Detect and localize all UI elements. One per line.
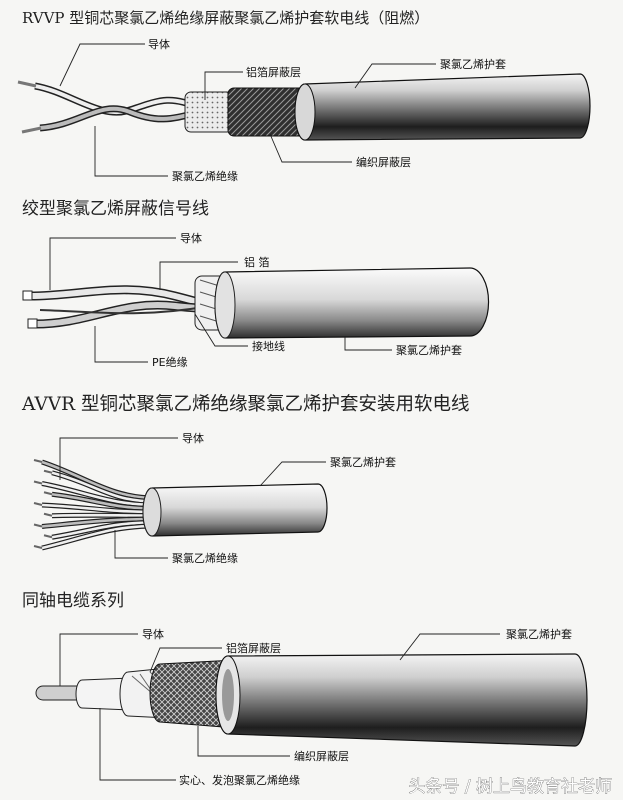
section-twisted-signal: 绞型聚氯乙烯屏蔽信号线 导体 铝 箔 PE绝缘 接地线 聚氯乙烯护套 <box>22 199 490 369</box>
label-ground-wire: 接地线 <box>252 339 285 353</box>
bare-strand-tip <box>43 512 53 517</box>
label-insulation: 聚氯乙烯绝缘 <box>172 551 238 565</box>
bare-strand-tip <box>43 491 53 496</box>
label-dielectric: 实心、发泡聚氯乙烯绝缘 <box>179 773 300 787</box>
label-sheath: 聚氯乙烯护套 <box>330 455 396 469</box>
wire-end <box>22 290 33 301</box>
rvvp-cable <box>17 73 591 141</box>
strand-fill <box>51 521 157 539</box>
strand-fill <box>41 460 157 500</box>
section-title: AVVR 型铜芯聚氯乙烯绝缘聚氯乙烯护套安装用软电线 <box>21 394 469 415</box>
bare-strand-tip <box>43 534 53 539</box>
section-coaxial: 同轴电缆系列 导体 铝箔屏蔽层 聚氯乙烯护套 编织屏蔽层 实心、发泡聚氯乙烯绝缘 <box>22 591 588 787</box>
strand-fill <box>41 517 157 528</box>
bare-strand-tip <box>33 523 43 528</box>
section-title: 同轴电缆系列 <box>22 591 124 611</box>
label-conductor: 导体 <box>182 431 204 445</box>
label-conductor: 导体 <box>180 231 202 245</box>
avvr-cable <box>33 459 328 551</box>
label-braid-shield: 编织屏蔽层 <box>294 749 349 763</box>
signal-cable <box>22 267 490 339</box>
label-pe-insulation: PE绝缘 <box>152 355 188 369</box>
section-avvr: AVVR 型铜芯聚氯乙烯绝缘聚氯乙烯护套安装用软电线 导体 聚氯乙烯护套 聚氯乙… <box>21 394 469 565</box>
bare-conductor <box>17 80 37 88</box>
outer-sheath <box>294 73 591 141</box>
label-braid-shield: 编织屏蔽层 <box>356 155 411 169</box>
coax-cable <box>35 653 588 747</box>
strand-fill <box>51 492 157 510</box>
bare-strand-tip <box>33 459 43 463</box>
outer-sheath <box>142 483 328 537</box>
label-foil-shield: 铝箔屏蔽层 <box>226 641 281 655</box>
section-title: 绞型聚氯乙烯屏蔽信号线 <box>22 199 209 219</box>
strand-fill <box>51 471 157 503</box>
section-title: RVVP 型铜芯聚氯乙烯绝缘屏蔽聚氯乙烯护套软电线（阻燃） <box>22 9 429 27</box>
bare-strand-tip <box>33 502 43 506</box>
section-rvvp: RVVP 型铜芯聚氯乙烯绝缘屏蔽聚氯乙烯护套软电线（阻燃） 导体 铝箔屏蔽层 聚… <box>17 9 591 183</box>
foil-shield-layer <box>184 91 234 133</box>
bare-strand-tip <box>33 480 43 485</box>
label-foil-shield: 铝箔屏蔽层 <box>246 65 301 79</box>
label-conductor: 导体 <box>142 627 164 641</box>
label-insulation: 聚氯乙烯绝缘 <box>172 169 238 183</box>
bare-conductor <box>21 126 42 134</box>
strand-fill <box>41 524 157 550</box>
label-sheath: 聚氯乙烯护套 <box>440 57 506 71</box>
drain-wire <box>39 305 211 315</box>
label-conductor: 导体 <box>148 37 170 51</box>
label-foil: 铝 箔 <box>244 255 270 269</box>
bare-strand-tip <box>33 545 43 549</box>
bare-strand-tip <box>43 469 53 474</box>
outer-sheath <box>214 267 490 339</box>
label-sheath: 聚氯乙烯护套 <box>506 627 572 641</box>
outer-sheath <box>215 653 588 747</box>
conductor-strands <box>33 459 157 551</box>
label-sheath: 聚氯乙烯护套 <box>396 343 462 357</box>
strand-fill <box>41 482 157 507</box>
watermark: 头条号 / 树上鸟教育社老师 <box>408 777 612 797</box>
wire-end <box>27 318 38 329</box>
strand-fill <box>51 513 157 518</box>
strand-fill <box>41 503 157 514</box>
